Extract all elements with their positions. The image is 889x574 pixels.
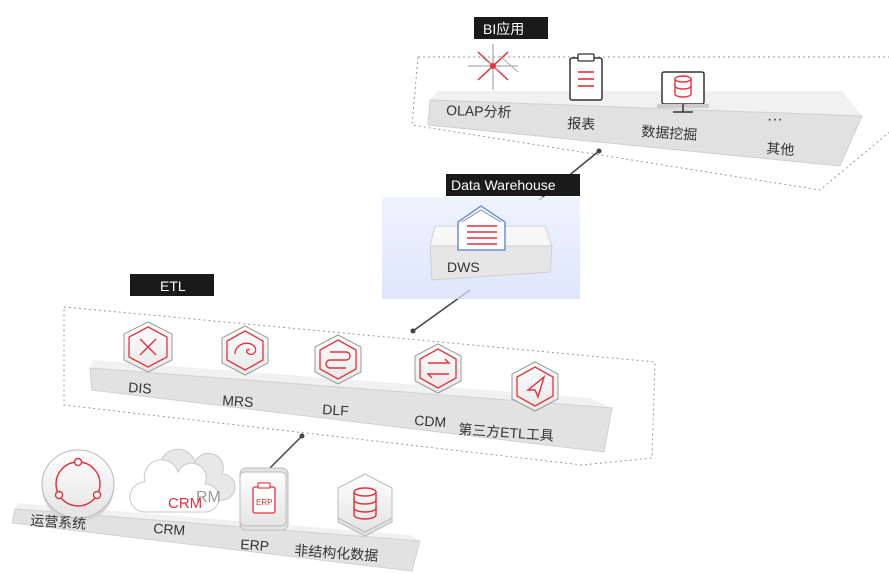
sources-tier: RM CRM ERP 运营系统 CRM ERP 非结构化数据 (11, 448, 421, 572)
sources-platform-top (15, 503, 420, 541)
bi-item-label: 报表 (567, 115, 596, 132)
bi-item-label: OLAP分析 (446, 102, 512, 120)
dw-tag (446, 174, 580, 196)
dws-label: DWS (447, 259, 480, 275)
mrs-icon (221, 325, 269, 376)
bi-ellipsis: ··· (767, 111, 783, 128)
erp-icon: ERP (239, 467, 289, 531)
etl-tag (130, 274, 214, 296)
etl-item-label: CDM (414, 412, 447, 430)
connector-dot (299, 433, 305, 439)
bi-item-label: 其他 (766, 140, 795, 158)
etl-item-label: DLF (322, 401, 350, 419)
bi-platform-front (427, 99, 863, 167)
etl-tier: ETL (63, 274, 656, 466)
cdm-icon (414, 343, 462, 394)
bi-platform-top (430, 91, 862, 116)
etl-item-label: MRS (222, 392, 254, 410)
source-item-label: 运营系统 (30, 512, 87, 532)
dw-tag-label: Data Warehouse (451, 177, 556, 193)
dw-tier: Data Warehouse DWS (382, 174, 580, 299)
etl-tag-label: ETL (160, 278, 186, 294)
crm-cloud-icon: RM CRM (129, 448, 236, 513)
etl-platform-top (90, 360, 612, 408)
etl-platform-front (89, 367, 613, 453)
operations-system-icon (41, 449, 115, 522)
connector-etl-sources (269, 435, 303, 469)
bi-boundary (411, 56, 889, 191)
third-party-etl-icon (511, 361, 559, 412)
sources-platform-front (11, 508, 421, 572)
dlf-icon (314, 334, 362, 385)
erp-icon-text: ERP (256, 498, 272, 507)
source-item-label: ERP (240, 536, 270, 554)
connector-dot (410, 328, 416, 334)
bi-item-label: 数据挖掘 (641, 123, 698, 143)
crm-icon-ghost: RM (196, 489, 221, 506)
olap-icon (468, 44, 519, 90)
etl-item-label: DIS (128, 379, 152, 397)
unstructured-data-icon (337, 473, 393, 537)
report-icon (569, 53, 603, 101)
crm-icon-text: CRM (168, 495, 202, 512)
bi-tier: BI应用 ··· (411, 17, 889, 191)
dis-icon (123, 321, 173, 373)
bi-tag-label: BI应用 (483, 21, 524, 37)
source-item-label: CRM (153, 520, 186, 538)
source-item-label: 非结构化数据 (294, 542, 379, 564)
connector-dot (596, 148, 602, 154)
dws-icon (457, 205, 506, 251)
dws-box-front (429, 245, 553, 281)
bi-tag (474, 17, 548, 39)
data-mining-icon (657, 71, 709, 113)
etl-item-label: 第三方ETL工具 (458, 421, 555, 444)
